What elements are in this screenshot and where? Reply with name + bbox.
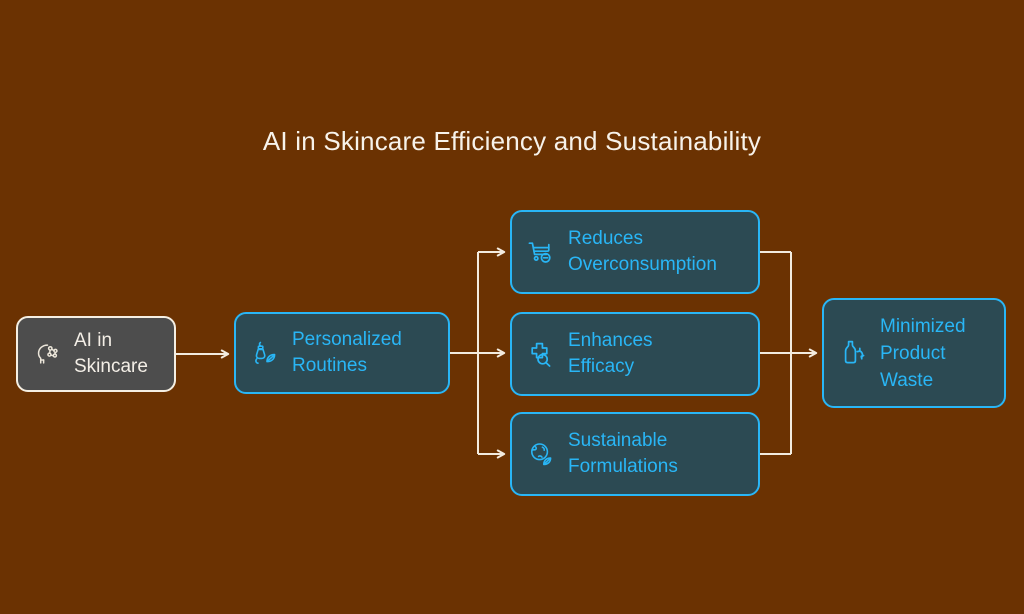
node-personalized-routines[interactable]: Personalized Routines <box>234 312 450 394</box>
node-label: Sustainable Formulations <box>568 430 678 477</box>
node-label: Enhances Efficacy <box>568 330 653 377</box>
node-enhances-efficacy[interactable]: Enhances Efficacy <box>510 312 760 396</box>
node-minimized-product-waste[interactable]: Minimized Product Waste <box>822 298 1006 408</box>
globe-leaf-icon <box>524 435 558 473</box>
bottle-recycle-icon <box>836 334 870 372</box>
serum-bottle-leaf-icon <box>248 334 282 372</box>
node-sustainable-formulations[interactable]: Sustainable Formulations <box>510 412 760 496</box>
ai-head-icon <box>30 335 64 373</box>
node-label: AI in Skincare <box>74 330 148 377</box>
page-title: AI in Skincare Efficiency and Sustainabi… <box>262 126 762 156</box>
shopping-cart-minus-icon <box>524 233 558 271</box>
node-reduces-overconsumption[interactable]: Reduces Overconsumption <box>510 210 760 294</box>
cross-magnifier-icon <box>524 335 558 373</box>
node-ai-in-skincare[interactable]: AI in Skincare <box>16 316 176 392</box>
node-label: Reduces Overconsumption <box>568 228 717 275</box>
node-label: Minimized Product Waste <box>880 315 966 391</box>
node-label: Personalized Routines <box>292 329 402 376</box>
